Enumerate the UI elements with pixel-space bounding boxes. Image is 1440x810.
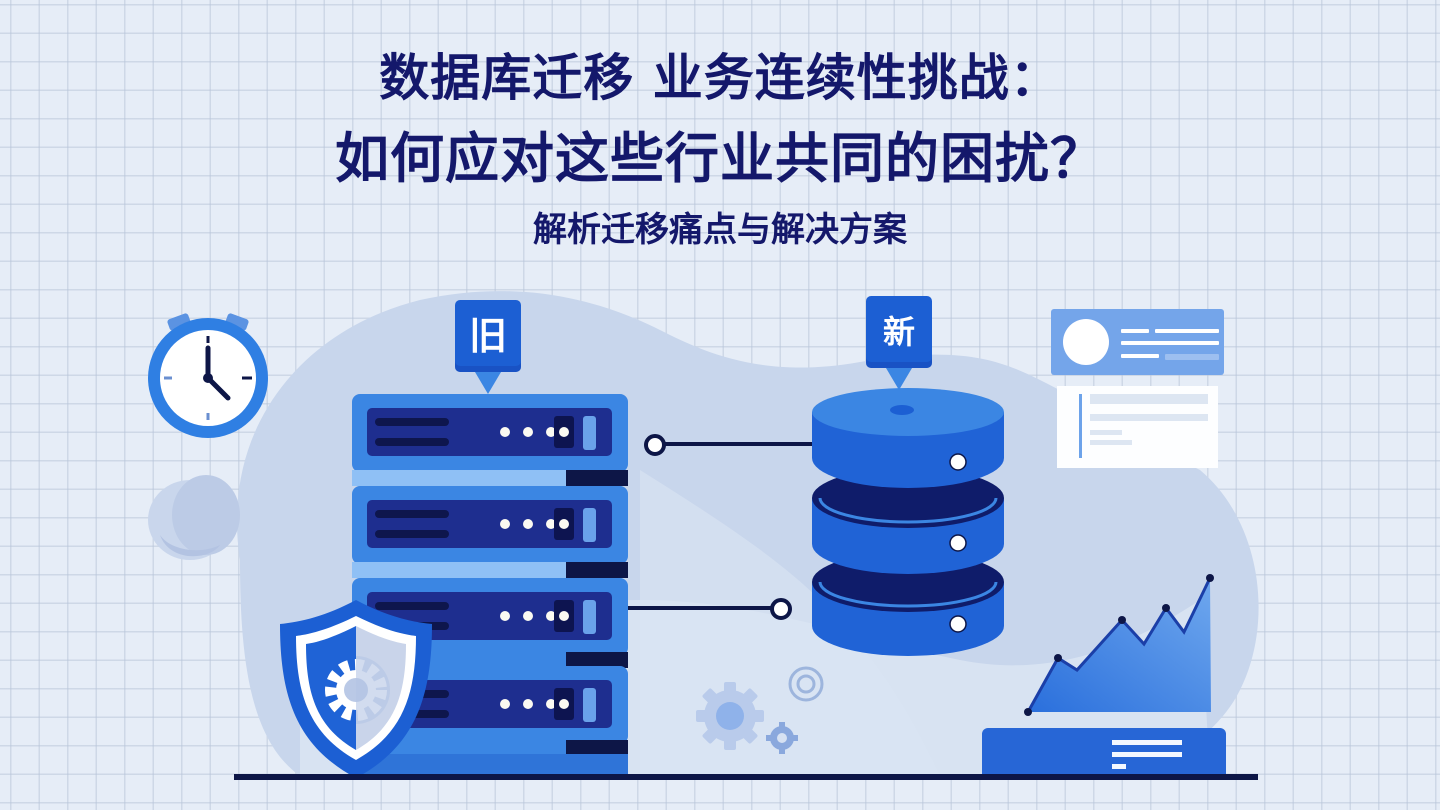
document-icon: [1057, 386, 1218, 468]
connector-line-top: [660, 442, 812, 446]
ground-line: [234, 774, 1258, 780]
clock-icon: [148, 313, 268, 438]
connector-line-bottom: [628, 606, 774, 610]
gear-icons: [696, 666, 824, 754]
shield-gear-icon: [280, 600, 432, 778]
headline-line-2: 如何应对这些行业共同的困扰？: [335, 127, 1105, 190]
profile-card-icon: [1051, 309, 1224, 375]
connector-node: [770, 598, 792, 620]
old-label-pin: 旧: [455, 300, 521, 372]
growth-chart-icon: [1024, 574, 1214, 716]
new-label-pin: 新: [866, 296, 932, 368]
server-unit: [352, 486, 628, 564]
subtitle: 解析迁移痛点与解决方案: [533, 210, 907, 250]
avatar: [1063, 319, 1109, 365]
cloud-icon: [148, 475, 240, 560]
info-panel-icon: [982, 728, 1226, 776]
connector-node: [644, 434, 666, 456]
new-pin-tail: [886, 368, 912, 390]
old-label: 旧: [468, 314, 507, 358]
server-base: [352, 754, 628, 776]
new-label: 新: [882, 313, 915, 351]
headline-line-1: 数据库迁移 业务连续性挑战：: [379, 49, 1061, 107]
new-database-icon: [812, 388, 1004, 656]
server-unit: [352, 394, 628, 472]
old-pin-tail: [475, 372, 501, 394]
